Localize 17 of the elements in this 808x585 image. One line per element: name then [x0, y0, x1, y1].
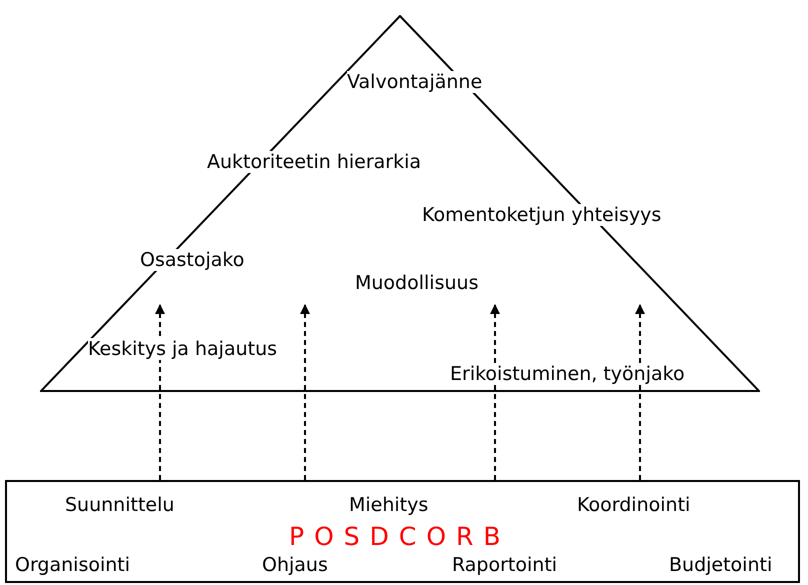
principle-label: Valvontajänne: [347, 71, 482, 93]
dashed-arrow: [155, 304, 165, 480]
function-label: Miehitys: [349, 494, 428, 516]
pyramid-triangle: [40, 15, 760, 392]
function-label: Budjetointi: [669, 554, 772, 576]
function-label: Organisointi: [15, 554, 130, 576]
function-label: Raportointi: [452, 554, 558, 576]
principle-label: Keskitys ja hajautus: [88, 338, 278, 360]
principle-label: Erikoistuminen, työnjako: [450, 363, 685, 385]
dashed-arrow: [635, 304, 645, 480]
principle-label: Komentoketjun yhteisyys: [422, 204, 662, 226]
principle-label: Auktoriteetin hierarkia: [207, 151, 422, 173]
function-box: [5, 480, 800, 583]
principle-label: Osastojako: [140, 249, 244, 271]
function-label: Ohjaus: [262, 554, 328, 576]
dashed-arrow: [490, 304, 500, 480]
dashed-arrow: [300, 304, 310, 480]
